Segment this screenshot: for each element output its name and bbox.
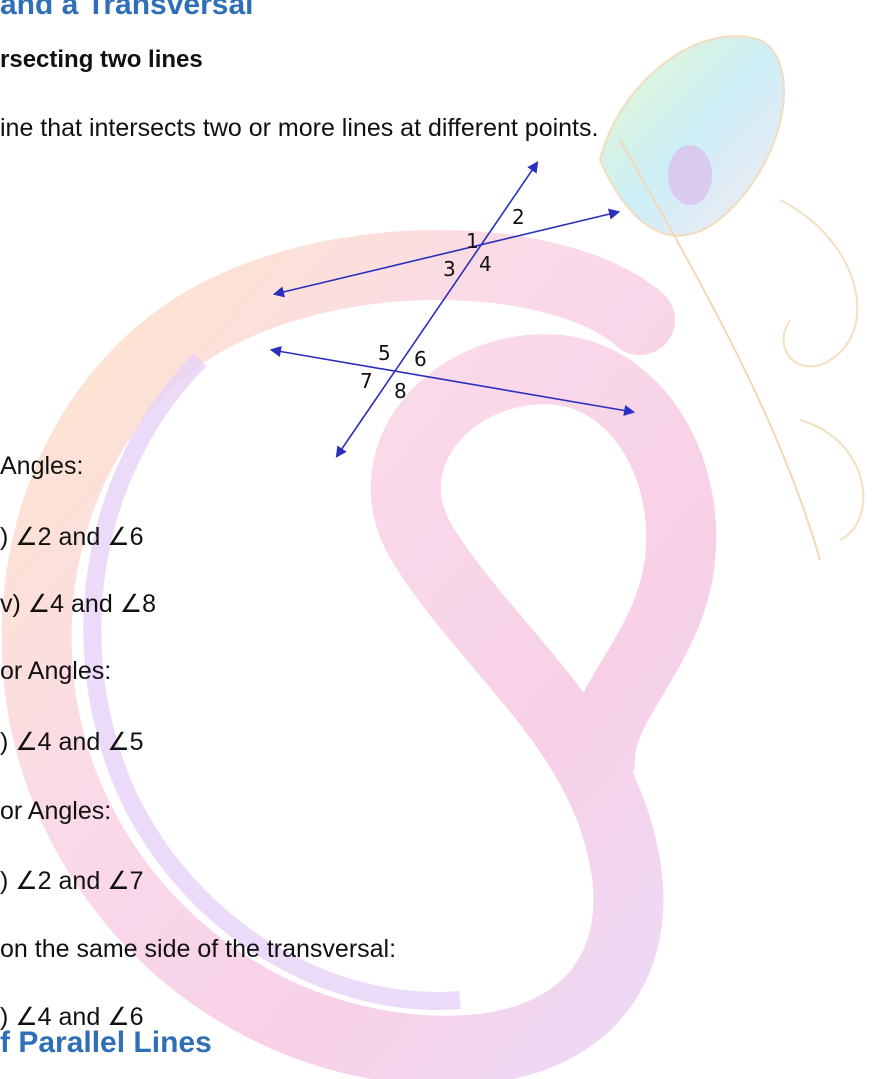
- angle-label-2: 2: [512, 205, 525, 229]
- angle-label-8: 8: [394, 379, 407, 403]
- angle-label-5: 5: [378, 341, 391, 365]
- angle-label-7: 7: [360, 369, 373, 393]
- angle-label-6: 6: [414, 347, 427, 371]
- ribbon-inner-edge: [83, 353, 461, 1010]
- bottom-heading: f Parallel Lines: [0, 1026, 212, 1059]
- feather-swirl: [779, 199, 859, 368]
- feather-quill: [619, 139, 821, 561]
- lower-line: [269, 345, 636, 417]
- feather-swirl-2: [799, 419, 865, 541]
- angle-label-1: 1: [466, 229, 479, 253]
- upper-line: [272, 208, 621, 298]
- transversal-diagram: 1 2 3 4 5 6 7 8: [269, 161, 636, 458]
- corresponding-pair-ii: ) ∠2 and ∠6: [0, 523, 144, 551]
- corresponding-pair-iv: v) ∠4 and ∠8: [0, 590, 157, 618]
- subheading: rsecting two lines: [0, 46, 203, 73]
- feather-eye: [668, 145, 712, 205]
- alternate-interior-heading: or Angles:: [0, 657, 112, 685]
- alternate-exterior-pair: ) ∠2 and ∠7: [0, 867, 144, 895]
- same-side-heading: on the same side of the transversal:: [0, 935, 397, 963]
- angle-label-4: 4: [479, 252, 492, 276]
- ribbon-swirl: [1, 230, 717, 1079]
- same-side-pair: ) ∠4 and ∠6: [0, 1003, 144, 1031]
- corresponding-angles-heading: Angles:: [0, 452, 84, 480]
- definition-text: ine that intersects two or more lines at…: [0, 114, 599, 142]
- alternate-interior-pair: ) ∠4 and ∠5: [0, 728, 144, 756]
- alternate-exterior-heading: or Angles:: [0, 797, 112, 825]
- angle-label-3: 3: [443, 257, 456, 281]
- transversal-line: [335, 161, 539, 458]
- section-heading: and a Transversal: [0, 0, 254, 21]
